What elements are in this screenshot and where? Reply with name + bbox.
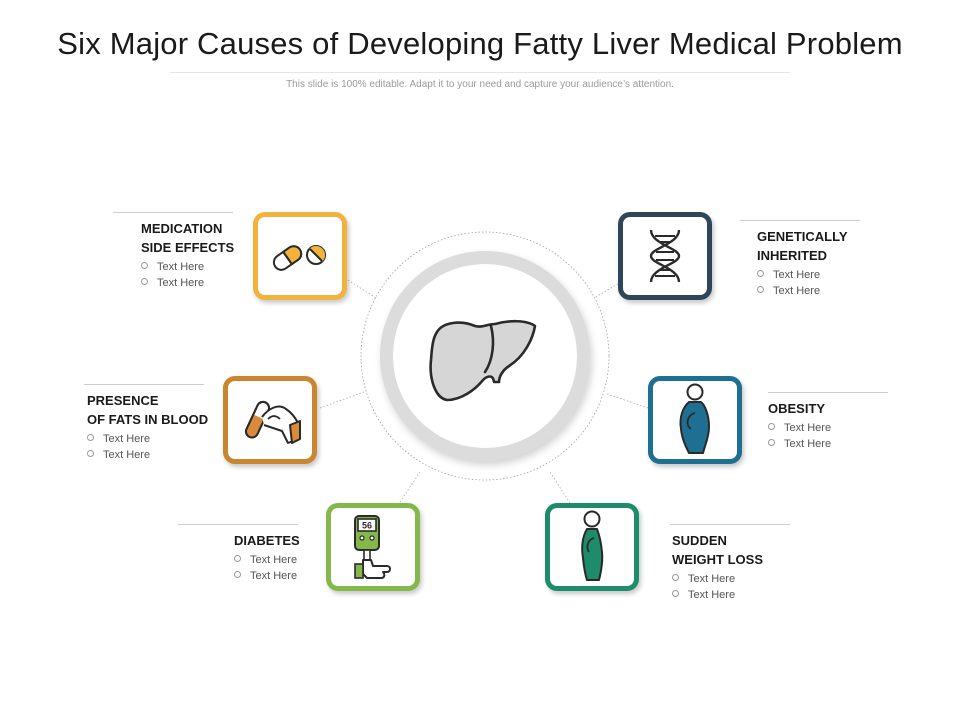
bullet-item: Text Here	[234, 552, 300, 568]
label-divider	[670, 524, 790, 525]
label-divider	[84, 384, 204, 385]
thin-person-icon	[581, 510, 604, 581]
dna-icon	[649, 229, 681, 283]
weight-loss-card	[545, 503, 639, 591]
blood-test-tube-icon	[245, 400, 301, 444]
genetic-label: GENETICALLY INHERITED Text Here Text Her…	[740, 220, 860, 299]
obesity-label: OBESITY Text Here Text Here	[768, 392, 888, 452]
bullet-item: Text Here	[234, 568, 300, 584]
label-divider	[768, 392, 888, 393]
title-divider	[170, 72, 790, 73]
fats-in-blood-card	[223, 376, 317, 464]
label-divider	[740, 220, 860, 221]
connector-medication	[347, 279, 377, 299]
bullet-item: Text Here	[768, 436, 888, 452]
cause-title: OBESITY	[768, 401, 826, 416]
dotted-orbit-ring	[360, 231, 610, 481]
bullet-item: Text Here	[672, 587, 790, 603]
bullet-item: Text Here	[672, 571, 790, 587]
slide-subtitle: This slide is 100% editable. Adapt it to…	[286, 79, 674, 90]
cause-title: GENETICALLY INHERITED	[757, 229, 848, 263]
medication-label: MEDICATION SIDE EFFECTS Text Here Text H…	[113, 212, 234, 291]
diabetes-label: DIABETES Text Here Text Here	[178, 524, 300, 584]
genetic-card	[618, 212, 712, 300]
diabetes-card: 56	[326, 503, 420, 591]
connector-obesity	[606, 393, 649, 409]
bullet-item: Text Here	[757, 267, 860, 283]
bullet-item: Text Here	[141, 275, 234, 291]
cause-title: MEDICATION SIDE EFFECTS	[141, 221, 235, 255]
liver-icon	[429, 319, 537, 402]
fats-in-blood-label: PRESENCE OF FATS IN BLOOD Text Here Text…	[84, 384, 208, 463]
obesity-card	[648, 376, 742, 464]
slide-title: Six Major Causes of Developing Fatty Liv…	[57, 26, 903, 61]
label-divider	[178, 524, 298, 525]
obese-person-icon	[679, 383, 710, 454]
bullet-item: Text Here	[757, 283, 860, 299]
weight-loss-label: SUDDEN WEIGHT LOSS Text Here Text Here	[670, 524, 790, 603]
bullet-item: Text Here	[768, 420, 888, 436]
label-divider	[113, 212, 233, 213]
bullet-item: Text Here	[87, 447, 208, 463]
pills-icon	[272, 245, 326, 271]
connector-genetic	[593, 281, 622, 299]
connector-fats	[319, 391, 365, 409]
bullet-item: Text Here	[87, 431, 208, 447]
connector-diabetes	[397, 471, 421, 506]
glucose-reading: 56	[362, 521, 372, 531]
glucose-meter-icon: 56	[354, 515, 391, 579]
cause-title: SUDDEN WEIGHT LOSS	[672, 533, 763, 567]
connector-weight-loss	[549, 471, 571, 504]
cause-title: DIABETES	[234, 533, 300, 548]
bullet-item: Text Here	[141, 259, 234, 275]
medication-card	[253, 212, 347, 300]
cause-title: PRESENCE OF FATS IN BLOOD	[87, 393, 209, 427]
